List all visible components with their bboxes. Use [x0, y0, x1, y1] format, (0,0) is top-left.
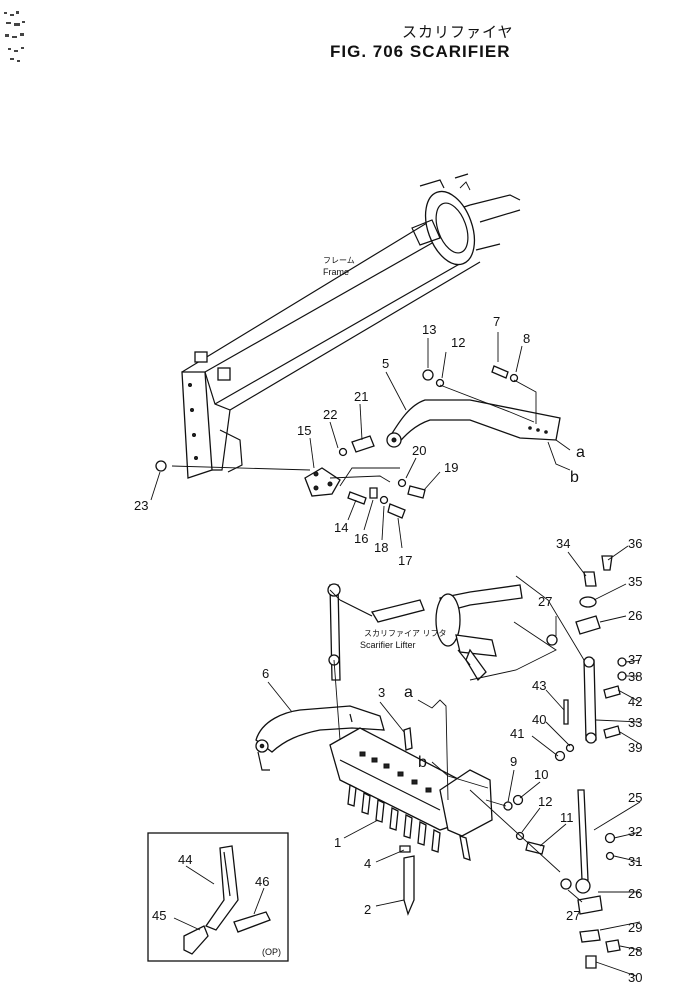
frame-assembly	[181, 173, 521, 479]
callout-7: 7	[493, 314, 500, 329]
callout-43: 43	[532, 678, 546, 693]
pin-3	[403, 727, 413, 751]
callout-40: 40	[532, 712, 546, 727]
callout-39: 39	[628, 740, 642, 755]
frame-label: Frame	[323, 267, 349, 277]
callout-16: 16	[354, 531, 368, 546]
callout-12-upper: 12	[451, 335, 465, 350]
callout-11: 11	[560, 810, 574, 825]
callout-32: 32	[628, 824, 642, 839]
callout-28: 28	[628, 944, 642, 959]
callout-5: 5	[382, 356, 389, 371]
callout-22: 22	[323, 407, 337, 422]
callout-29: 29	[628, 920, 642, 935]
callout-27-lower: 27	[566, 908, 580, 923]
callout-10: 10	[534, 767, 548, 782]
callout-b-lower: b	[418, 754, 427, 771]
tooth-44	[205, 845, 239, 931]
callout-25: 25	[628, 790, 642, 805]
callout-4: 4	[364, 856, 371, 871]
optional-note: (OP)	[262, 947, 281, 957]
callout-21: 21	[354, 389, 368, 404]
callout-42: 42	[628, 694, 642, 709]
callout-b-upper: b	[570, 469, 579, 486]
bracket-15	[304, 467, 341, 497]
scarifier-arm-upper	[386, 399, 561, 448]
upper-fasteners	[155, 365, 519, 519]
callout-46: 46	[255, 874, 269, 889]
callout-23: 23	[134, 498, 148, 513]
pin-46	[233, 911, 271, 933]
callout-6: 6	[262, 666, 269, 681]
lifter-label: Scarifier Lifter	[360, 640, 416, 650]
callout-17: 17	[398, 553, 412, 568]
right-linkage	[546, 555, 627, 969]
callout-44: 44	[178, 852, 192, 867]
callout-20: 20	[412, 443, 426, 458]
callout-12-lower: 12	[538, 794, 552, 809]
lifter-label-japanese: スカリファイア リフタ	[364, 629, 447, 638]
frame-label-japanese: フレーム	[323, 256, 355, 265]
tip-45	[183, 925, 209, 955]
callout-27-upper: 27	[538, 594, 552, 609]
lower-leader-lines	[267, 545, 641, 977]
tooth-2	[403, 855, 415, 916]
callout-26-lower: 26	[628, 886, 642, 901]
scan-artifact	[4, 11, 25, 62]
callout-a-upper: a	[576, 444, 585, 461]
callout-37: 37	[628, 652, 642, 667]
callout-31: 31	[628, 854, 642, 869]
callout-9: 9	[510, 754, 517, 769]
callout-15: 15	[297, 423, 311, 438]
figure-title: FIG. 706 SCARIFIER	[330, 42, 511, 61]
callout-18: 18	[374, 540, 388, 555]
tooth-shanks	[347, 783, 471, 861]
callout-13: 13	[422, 322, 436, 337]
callout-45: 45	[152, 908, 166, 923]
callout-19: 19	[444, 460, 458, 475]
callout-41: 41	[510, 726, 524, 741]
figure-title-japanese: スカリファイヤ	[402, 23, 514, 41]
callout-26-upper: 26	[628, 608, 642, 623]
upper-leader-lines	[150, 332, 571, 549]
callout-numbers: 13 12 7 8 5 21 22 15 20 19 23 14 16 18 1…	[134, 314, 642, 983]
scarifier-arm-lower	[255, 705, 385, 771]
callout-3: 3	[378, 685, 385, 700]
optional-tooth-inset	[147, 832, 289, 962]
callout-a-lower: a	[404, 684, 413, 701]
callout-2: 2	[364, 902, 371, 917]
callout-30: 30	[628, 970, 642, 983]
callout-33: 33	[628, 715, 642, 730]
callout-34: 34	[556, 536, 570, 551]
callout-1: 1	[334, 835, 341, 850]
callout-36: 36	[628, 536, 642, 551]
callout-35: 35	[628, 574, 642, 589]
scarifier-beam	[329, 727, 493, 861]
callout-14: 14	[334, 520, 348, 535]
callout-38: 38	[628, 669, 642, 684]
callout-8: 8	[523, 331, 530, 346]
